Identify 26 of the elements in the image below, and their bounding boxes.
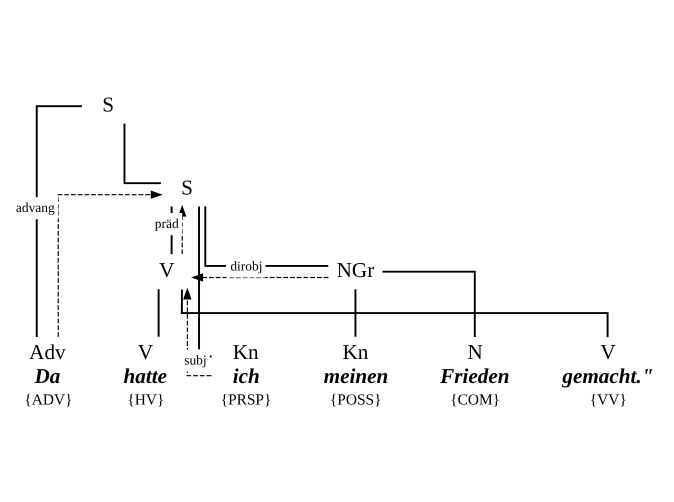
node-label: Da [34,363,60,388]
node-label: Frieden [440,363,510,388]
node-text: N [468,339,483,364]
node-label: {HV} [127,390,164,408]
node-label: ich [232,363,260,388]
node-text: Kn [232,339,259,364]
node-text: Adv [29,339,66,364]
node-text: S [102,92,114,116]
edge-label: präd [154,216,179,231]
node-label: {POSS} [330,390,382,408]
node-label: hatte [124,363,167,388]
node-label: {ADV} [24,390,72,408]
node-text: NGr [336,258,374,282]
node-label: {VV} [590,390,627,408]
node-label: meinen [324,363,388,388]
edge-label: advang [16,200,55,215]
node-text: V [159,258,174,282]
node-text: Kn [342,339,368,364]
node-label: {COM} [450,390,500,408]
edge-label: subj [184,352,207,367]
node-text: V [138,339,154,364]
edge-label: dirobj [230,258,263,273]
node-text: V [600,339,616,364]
node-label: gemacht." [562,363,654,388]
node-label: {PRSP} [220,390,272,408]
node-text: S [181,174,193,199]
